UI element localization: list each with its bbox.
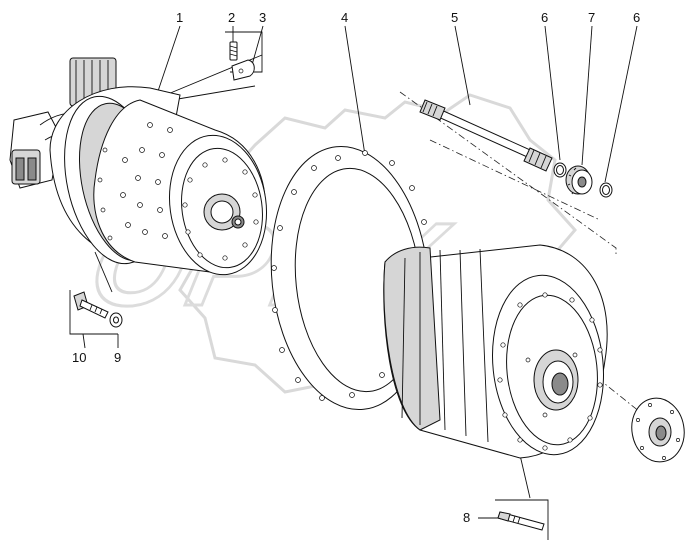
shaft-part-5 <box>419 99 553 172</box>
callout-4: 4 <box>341 10 348 25</box>
callout-10: 10 <box>72 350 86 365</box>
callout-6b: 6 <box>633 10 640 25</box>
callout-1: 1 <box>176 10 183 25</box>
snap-ring-part-6a <box>553 162 567 178</box>
callout-9: 9 <box>114 350 121 365</box>
callout-2: 2 <box>228 10 235 25</box>
callout-5: 5 <box>451 10 458 25</box>
gear-part-7 <box>565 165 593 195</box>
clamp-part-3 <box>231 59 255 81</box>
drum-end-face <box>182 157 259 261</box>
screw-part-2 <box>229 41 238 61</box>
callout-7: 7 <box>588 10 595 25</box>
callout-8: 8 <box>463 510 470 525</box>
callout-3: 3 <box>259 10 266 25</box>
callout-labels: 1 2 3 4 5 6 7 6 8 9 10 <box>72 10 640 525</box>
leader-lines <box>69 25 641 540</box>
front-face-bolts <box>497 292 603 451</box>
snap-ring-part-6b <box>599 182 613 198</box>
housing-ribs <box>401 248 489 443</box>
cover-plate <box>631 397 685 463</box>
pin-part-8 <box>497 511 545 531</box>
hub-motor-assembly <box>9 57 268 276</box>
bolt-part-10 <box>73 291 109 319</box>
callout-6a: 6 <box>541 10 548 25</box>
drum-bolt-holes <box>97 122 173 241</box>
washer-part-9 <box>109 312 123 328</box>
wheel-housing-part-4 <box>270 145 608 459</box>
